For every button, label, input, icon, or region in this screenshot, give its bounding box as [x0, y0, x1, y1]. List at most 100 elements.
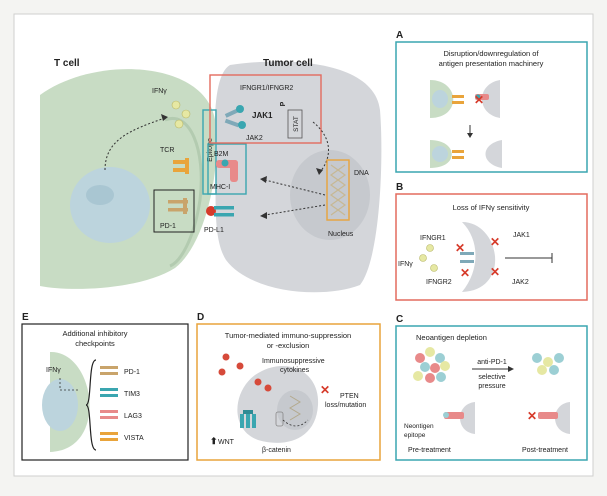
tcr-receptor	[452, 150, 464, 153]
ifngr2-label: IFNGR2	[426, 279, 452, 286]
panel-a-title-line1: Disruption/downregulation of	[443, 49, 539, 58]
main-panel: T cell Tumor cell IFNγ TCR PD-1 Epitope …	[40, 58, 382, 293]
epitope-peptide	[475, 94, 481, 100]
panel-b-title: Loss of IFNγ sensitivity	[453, 203, 530, 212]
post-treatment-label: Post-treatment	[522, 447, 568, 454]
t-cell-nucleolus	[86, 185, 114, 205]
panel-c-letter: C	[396, 314, 403, 325]
arrowhead	[316, 168, 323, 175]
arrowhead	[161, 114, 168, 121]
neoantigen-epitope	[443, 412, 449, 418]
panel-d: D Tumor-mediated immuno-suppression or -…	[196, 312, 381, 461]
cytokines-label-line1: Immunosuppressive	[262, 358, 325, 365]
epitope-label: Epitope	[207, 138, 214, 162]
ifn-dot	[430, 264, 438, 272]
t-cell-membrane	[164, 116, 203, 268]
lag3-checkpoint	[100, 410, 118, 419]
cytokine-dot	[236, 362, 244, 370]
vista-label: VISTA	[124, 435, 144, 442]
pdl1-receptor-part	[214, 206, 234, 210]
wnt-receptor	[240, 410, 256, 428]
wnt-label: WNT	[218, 439, 235, 446]
tumor-cell-fragment	[555, 402, 570, 434]
panel-d-title-line1: Tumor-mediated immuno-suppression	[225, 331, 351, 340]
dna-helix	[329, 164, 347, 216]
neoantigen-label-line2: epitope	[404, 432, 426, 439]
cytokine-dot	[218, 368, 226, 376]
x-mark-icon: ✕	[460, 266, 470, 280]
neoantigen-label-line1: Neontigen	[404, 423, 434, 430]
arrowhead	[260, 212, 267, 219]
pd1-label: PD-1	[160, 223, 176, 230]
ifngr-box	[209, 74, 322, 144]
stat-to-dna-arrow	[312, 121, 329, 173]
mhc-box	[207, 143, 247, 195]
x-mark-icon: ✕	[474, 93, 484, 107]
cytokine-dot	[222, 353, 230, 361]
pdl1-ligand	[206, 206, 216, 216]
x-mark-icon: ✕	[455, 241, 465, 255]
tumor-cell-fragment	[482, 80, 500, 118]
cytokines-label-line2: cytokines	[280, 367, 310, 374]
jak2-label: JAK2	[246, 135, 263, 142]
t-cell-label: T cell	[54, 58, 80, 69]
dna-box	[326, 159, 350, 221]
arrowhead	[260, 176, 267, 183]
panel-b-letter: B	[396, 182, 403, 193]
pd1-receptor	[168, 198, 188, 214]
x-mark-icon: ✕	[490, 235, 500, 249]
jak1-label: JAK1	[513, 232, 530, 239]
bracket	[85, 359, 97, 451]
panel-a-title-line2: antigen presentation machinery	[439, 59, 544, 68]
ifn-dot	[171, 100, 181, 110]
t-cell-nucleus	[432, 90, 448, 108]
jak2-label: JAK2	[512, 279, 529, 286]
pten-label-line1: PTEN	[340, 393, 359, 400]
ifngr1-label: IFNGR1	[420, 235, 446, 242]
ifngr-receptor	[460, 252, 474, 255]
tumor-cell-fragment	[485, 140, 502, 168]
ifn-dot	[174, 119, 184, 129]
panel-c-box	[395, 325, 588, 461]
t-cell-nucleus	[42, 379, 78, 431]
mhc-stalk	[230, 160, 238, 182]
tcr-receptor	[452, 95, 464, 98]
ifn-label: IFNγ	[152, 88, 167, 95]
x-mark-icon: ✕	[527, 409, 537, 423]
vista-checkpoint	[100, 432, 118, 441]
beta-catenin-shape	[275, 411, 284, 427]
ifn-secretion-arrow	[104, 117, 166, 171]
up-arrow-icon: ⬆	[210, 436, 218, 446]
ifn-label: IFNγ	[46, 367, 61, 374]
stat-box	[287, 109, 303, 139]
dna-label: DNA	[354, 170, 369, 177]
tumor-cell-label: Tumor cell	[263, 58, 313, 69]
mhc-molecule	[538, 412, 558, 419]
tim3-label: TIM3	[124, 391, 140, 398]
x-mark-icon: ✕	[490, 265, 500, 279]
pd1-box	[153, 189, 195, 233]
cytokine-dot	[254, 378, 262, 386]
panel-b: B Loss of IFNγ sensitivity IFNγ IFNGR1 I…	[395, 182, 588, 301]
panel-a-letter: A	[396, 30, 403, 41]
stat-label: STAT	[293, 116, 300, 132]
panel-e-letter: E	[22, 312, 29, 323]
tcr-label: TCR	[160, 147, 174, 154]
panel-d-title-line2: or -exclusion	[267, 341, 310, 350]
ifngr-receptor	[460, 260, 474, 263]
pdl1-receptor-part	[214, 213, 234, 217]
ifngr-receptor	[224, 105, 246, 129]
pten-label-line2: loss/mutation	[325, 402, 366, 409]
tumor-cell-fragment	[460, 402, 475, 434]
epitope-peptide	[221, 159, 229, 167]
arrowhead	[467, 133, 473, 138]
tcr-receptor	[452, 101, 464, 104]
jak1-label: JAK1	[252, 111, 273, 120]
b2m-label: B2M	[214, 151, 229, 158]
p-label: P	[280, 101, 287, 106]
selective-label: selective	[478, 374, 505, 381]
nucleus-shape	[277, 390, 313, 430]
arrowhead	[508, 366, 514, 372]
t-cell-nucleus	[432, 146, 448, 162]
